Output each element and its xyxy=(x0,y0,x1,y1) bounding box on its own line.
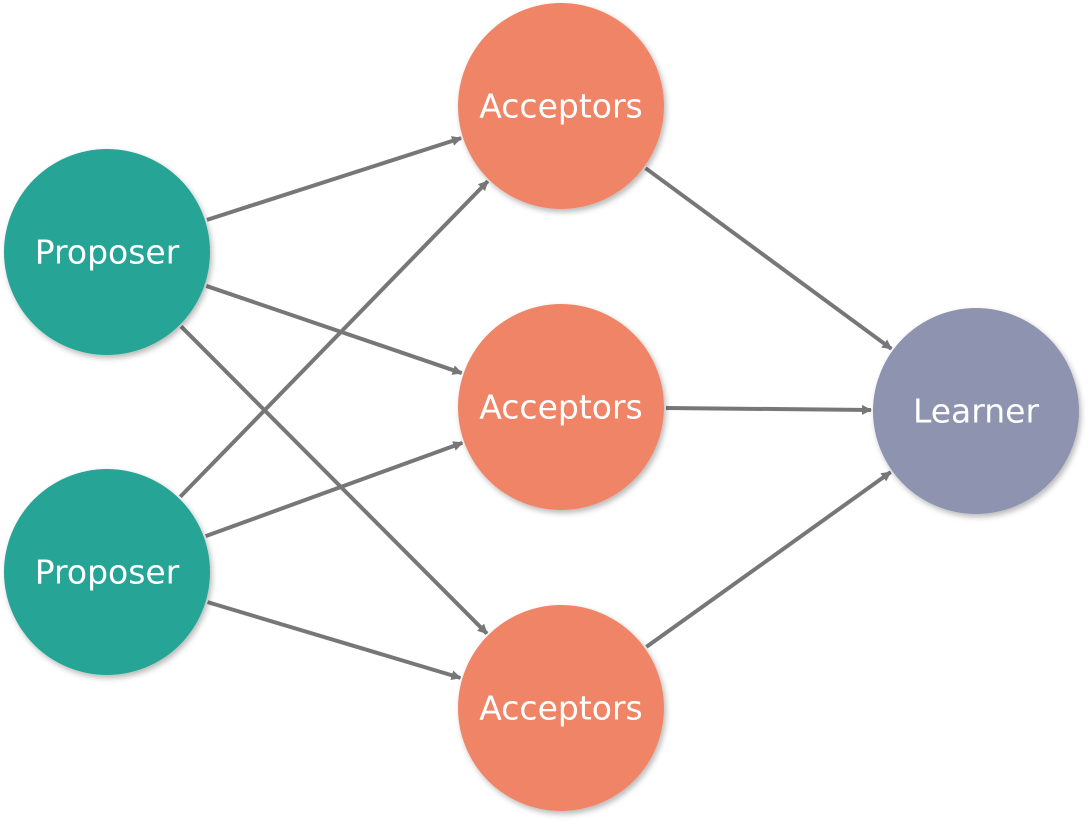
acceptor-label-bottom: Acceptors xyxy=(479,689,642,728)
arrow-proposer-bottom-to-acceptor-top xyxy=(178,179,490,499)
nodes-layer: Proposer Proposer Acceptors Acceptors Ac… xyxy=(4,3,1079,811)
acceptor-node-middle: Acceptors xyxy=(458,304,664,510)
arrow-proposer-top-to-acceptor-middle xyxy=(205,284,463,375)
learner-node: Learner xyxy=(873,308,1079,514)
arrow-acceptor-middle-to-learner xyxy=(665,404,873,415)
arrow-proposer-top-to-acceptor-bottom xyxy=(179,324,489,636)
arrow-acceptor-bottom-to-learner xyxy=(645,470,892,649)
acceptor-label-top: Acceptors xyxy=(479,87,642,126)
arrow-proposer-bottom-to-acceptor-bottom xyxy=(207,600,462,681)
edges-layer xyxy=(178,136,893,681)
learner-label: Learner xyxy=(913,392,1040,431)
proposer-node-top: Proposer xyxy=(4,149,210,355)
proposer-label-top: Proposer xyxy=(35,233,180,272)
arrow-acceptor-top-to-learner xyxy=(644,166,893,351)
proposer-label-bottom: Proposer xyxy=(35,553,180,592)
acceptor-label-middle: Acceptors xyxy=(479,388,642,427)
acceptor-node-bottom: Acceptors xyxy=(458,605,664,811)
acceptor-node-top: Acceptors xyxy=(458,3,664,209)
arrow-proposer-bottom-to-acceptor-middle xyxy=(205,440,464,539)
proposer-node-bottom: Proposer xyxy=(4,469,210,675)
arrow-proposer-top-to-acceptor-top xyxy=(206,136,462,222)
